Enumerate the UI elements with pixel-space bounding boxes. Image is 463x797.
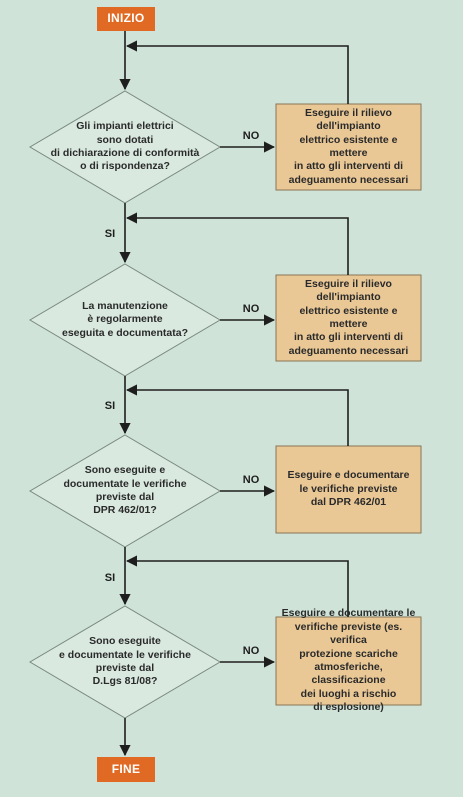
action-3-text: Eseguire e documentare le verifiche prev… — [287, 469, 410, 509]
yes-label-1: SI — [104, 227, 116, 240]
end-terminal — [97, 757, 155, 782]
no-label-1: NO — [242, 129, 260, 142]
decision-1-text: Gli impianti elettrici sono dotati di di… — [50, 120, 200, 173]
loop-back-1 — [125, 40, 349, 104]
yes-label-3: SI — [104, 571, 116, 584]
loop-back-3 — [125, 384, 349, 446]
action-2-text: Eseguire il rilievo dell'impianto elettr… — [288, 277, 409, 357]
yes-label-2: SI — [104, 399, 116, 412]
loop-back-4 — [125, 555, 349, 617]
decision-4-text: Sono eseguite e documentate le verifiche… — [59, 635, 191, 688]
start-terminal — [97, 7, 155, 31]
decision-3-text: Sono eseguite e documentate le verifiche… — [63, 464, 187, 517]
start-label: INIZIO — [107, 11, 145, 26]
action-2-box — [275, 274, 422, 362]
no-label-4: NO — [242, 644, 260, 657]
decision-2-text: La manutenzione è regolarmente eseguita … — [61, 299, 189, 339]
loop-back-2 — [125, 212, 349, 275]
no-label-3: NO — [242, 473, 260, 486]
action-1-box — [275, 103, 422, 191]
no-label-2: NO — [242, 302, 260, 315]
action-4-text: Eseguire e documentare le verifiche prev… — [281, 607, 416, 714]
action-4-box — [275, 616, 422, 706]
end-label: FINE — [111, 761, 141, 776]
action-1-text: Eseguire il rilievo dell'impianto elettr… — [288, 106, 409, 186]
action-3-box — [275, 445, 422, 534]
